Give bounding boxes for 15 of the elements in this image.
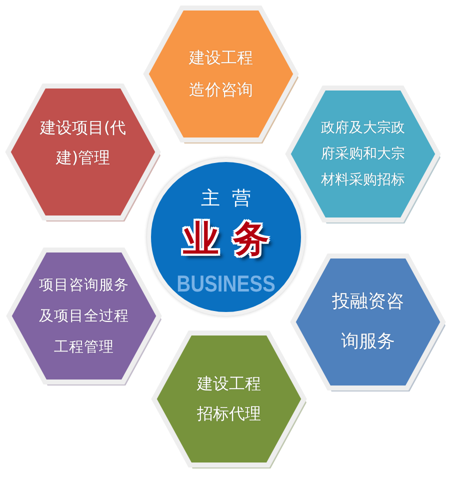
hexagon — [4, 245, 164, 387]
service-label: 政府及大宗政府采购和大宗材料采购招标 — [320, 119, 406, 190]
service-label: 建设工程造价咨询 — [188, 47, 254, 101]
hexagon — [288, 251, 448, 393]
service-label: 建设项目(代建)管理 — [38, 117, 128, 169]
hexagon — [141, 3, 301, 145]
service-label: 项目咨询服务及项目全过程工程管理 — [38, 276, 130, 358]
hexagon — [283, 83, 443, 225]
service-label: 投融资咨询服务 — [331, 290, 405, 354]
faint-caption: BUSINESS — [176, 272, 276, 296]
service-label: 建设工程招标代理 — [196, 373, 262, 425]
small-heading: 主营 — [200, 190, 263, 208]
large-heading: 业务 — [182, 221, 283, 257]
hexagon — [3, 81, 163, 223]
hexagon — [149, 328, 309, 470]
